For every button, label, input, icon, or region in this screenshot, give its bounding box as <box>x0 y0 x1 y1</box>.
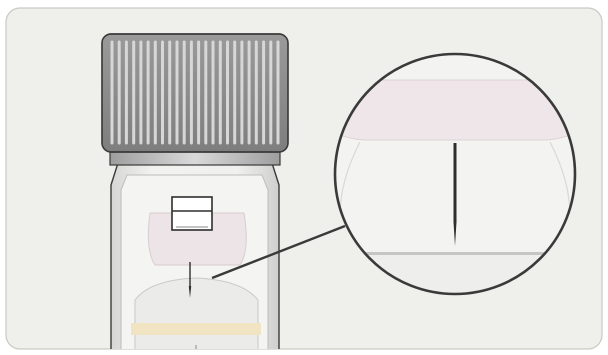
window-indicator <box>172 197 212 230</box>
pen-body <box>111 163 279 355</box>
ridged-cap <box>102 34 288 152</box>
dose-band <box>131 323 261 335</box>
